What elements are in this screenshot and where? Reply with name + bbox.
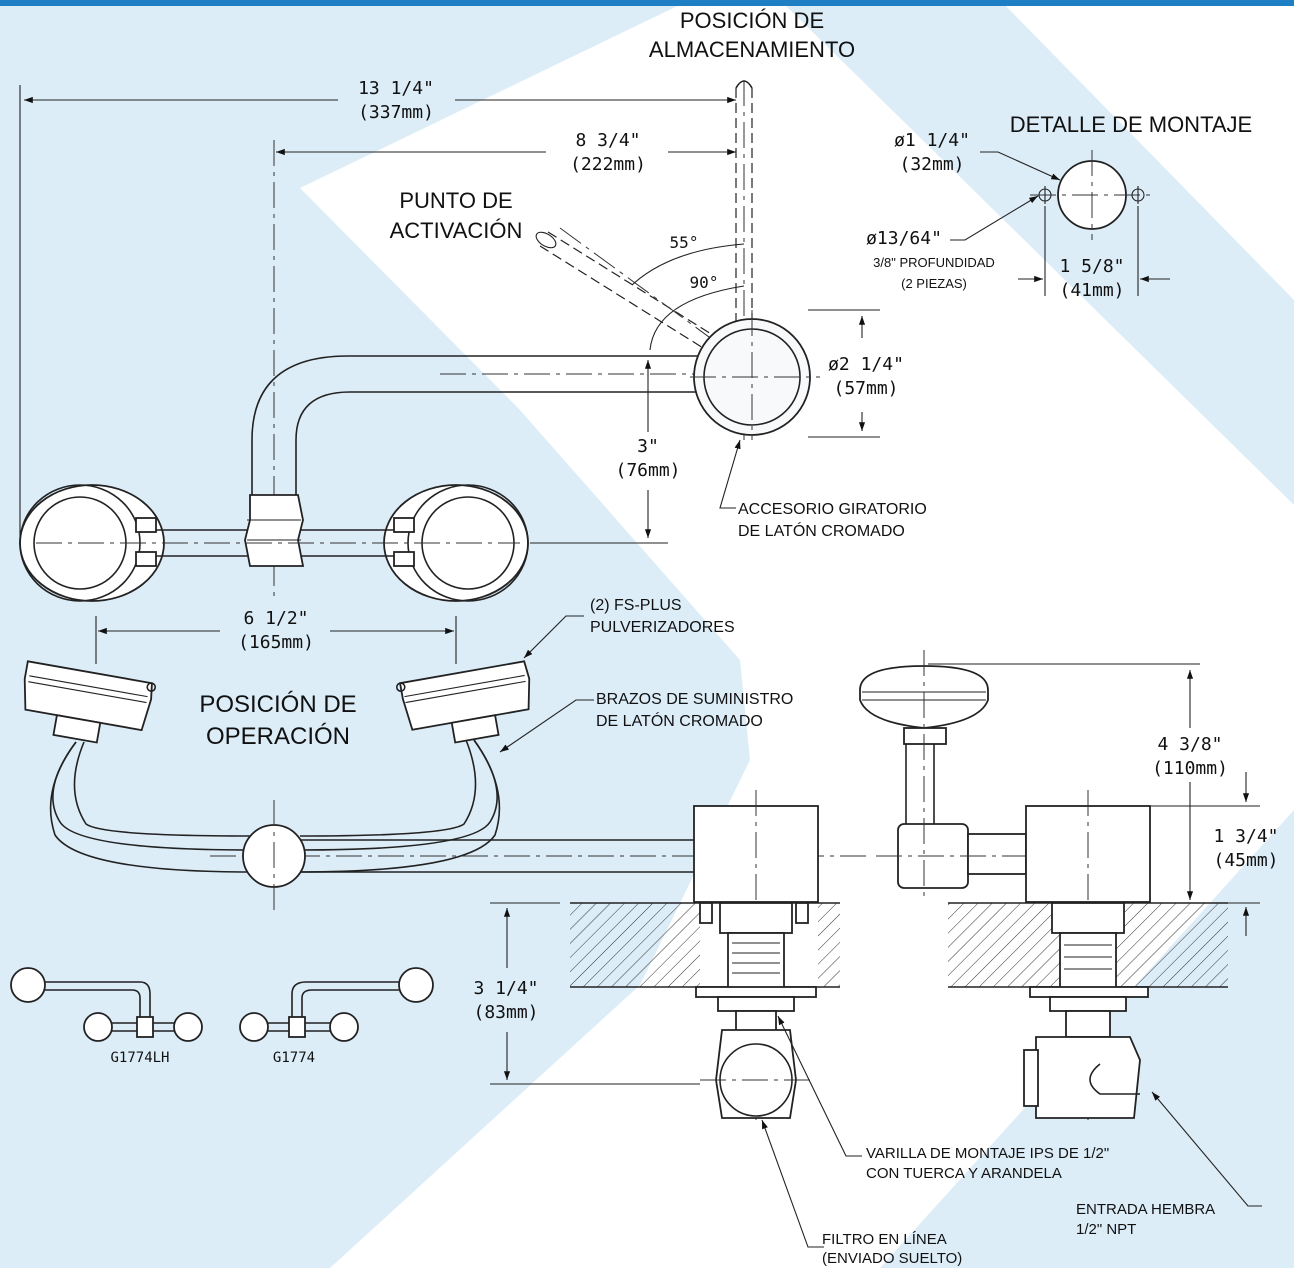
mounting-detail-title: DETALLE DE MONTAJE [1010, 112, 1252, 137]
mounting-rod-label-1: VARILLA DE MONTAJE IPS DE 1/2" [866, 1145, 1109, 1162]
model-label-g1774lh: G1774LH [110, 1050, 169, 1066]
header-bar [0, 0, 1294, 6]
dim-height-total-in: 4 3/8" [1157, 734, 1222, 755]
operating-position-label-2: OPERACIÓN [206, 723, 350, 750]
female-inlet-label-2: 1/2" NPT [1076, 1221, 1136, 1238]
dim-body-height-mm: (45mm) [1213, 850, 1278, 871]
dim-mount-hole-mm: (32mm) [899, 154, 964, 175]
swivel-fitting-label-2: DE LATÓN CROMADO [738, 521, 905, 540]
dim-arm-reach-mm: (222mm) [570, 154, 646, 175]
activation-point-label-2: ACTIVACIÓN [390, 218, 523, 243]
storage-position-label-1: POSICIÓN DE [680, 8, 824, 33]
angle-55-label: 55° [670, 233, 699, 252]
sprayheads-label-1: (2) FS-PLUS [590, 597, 682, 614]
dim-drop-in: 3" [637, 436, 659, 457]
dimension-texts: 13 1/4" (337mm) 8 3/4" (222mm) ø2 1/4" (… [238, 78, 1278, 1023]
dim-head-spacing-in: 6 1/2" [243, 608, 308, 629]
model-label-g1774: G1774 [273, 1050, 315, 1066]
dim-arm-reach-in: 8 3/4" [575, 130, 640, 151]
front-dimensions [95, 615, 700, 1085]
deck-left [570, 903, 700, 987]
labels: POSICIÓN DE ALMACENAMIENTO DETALLE DE MO… [110, 8, 1252, 1267]
dim-head-spacing-mm: (165mm) [238, 632, 314, 653]
angle-90-label: 90° [690, 273, 719, 292]
dim-below-deck-in: 3 1/4" [473, 978, 538, 999]
deck-left-2 [818, 903, 840, 987]
swivel-fitting-label-1: ACCESORIO GIRATORIO [738, 501, 927, 518]
dim-below-deck-mm: (83mm) [473, 1002, 538, 1023]
dim-pin-spacing-mm: (41mm) [1059, 280, 1124, 301]
model-thumbnail-g1774 [239, 967, 434, 1042]
storage-position-label-2: ALMACENAMIENTO [649, 37, 855, 62]
side-view [859, 650, 1262, 1207]
hole-depth-label-1: 3/8" PROFUNDIDAD [873, 255, 995, 270]
inline-filter-label-1: FILTRO EN LÍNEA [822, 1231, 947, 1248]
female-inlet-label-1: ENTRADA HEMBRA [1076, 1201, 1215, 1218]
supply-arms-label-2: DE LATÓN CROMADO [596, 711, 763, 730]
operating-position-label-1: POSICIÓN DE [199, 691, 356, 718]
dim-pin-hole: ø13/64" [866, 228, 942, 249]
mounting-detail [950, 150, 1170, 296]
model-thumbnail-g1774lh [10, 967, 203, 1042]
dim-overall-width-mm: (337mm) [358, 102, 434, 123]
bg-band-upper-right [780, 0, 1294, 505]
dim-body-height-in: 1 3/4" [1213, 826, 1278, 847]
hole-depth-label-2: (2 PIEZAS) [901, 276, 967, 291]
inline-filter-label-2: (ENVIADO SUELTO) [822, 1250, 962, 1267]
top-view [19, 80, 820, 602]
dim-drop-mm: (76mm) [615, 460, 680, 481]
dim-overall-width-in: 13 1/4" [358, 78, 434, 99]
dim-height-total-mm: (110mm) [1152, 758, 1228, 779]
dim-mount-hole-in: ø1 1/4" [894, 130, 970, 151]
sprayheads-label-2: PULVERIZADORES [590, 619, 735, 636]
dim-pin-spacing-in: 1 5/8" [1059, 256, 1124, 277]
dim-head-diameter-in: ø2 1/4" [828, 354, 904, 375]
front-view [23, 660, 870, 1248]
bg-band-main [0, 0, 750, 1268]
activation-point-label-1: PUNTO DE [399, 188, 512, 213]
top-dimensions [19, 85, 880, 544]
side-dimensions [928, 663, 1260, 936]
supply-arms-label-1: BRAZOS DE SUMINISTRO [596, 691, 793, 708]
mounting-rod-label-2: CON TUERCA Y ARANDELA [866, 1165, 1062, 1182]
dim-head-diameter-mm: (57mm) [833, 378, 898, 399]
